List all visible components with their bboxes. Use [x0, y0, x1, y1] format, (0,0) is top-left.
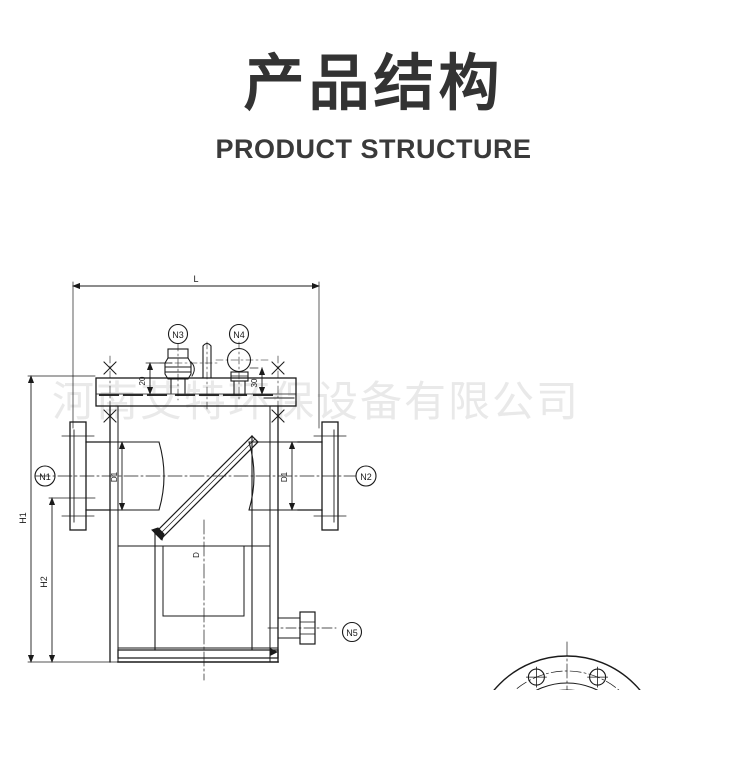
dimension-n4-height: 30: [249, 367, 266, 395]
dimension-label-D: D: [192, 552, 201, 558]
technical-drawing: 河南艾特环保设备有限公司: [0, 250, 747, 690]
dimension-label-L: L: [193, 274, 198, 284]
page-title: 产品结构: [243, 48, 504, 119]
nozzle-n5-tag: N5: [341, 621, 363, 643]
dimension-d1-right: D1: [280, 441, 296, 511]
nozzle-tag-label: N1: [39, 472, 51, 482]
inlet-nozzle-n1: [35, 421, 301, 531]
top-cover-flange: [95, 377, 297, 407]
nozzle-n2-tag: N2: [355, 465, 377, 487]
dimension-body-diameter: D: [192, 552, 201, 558]
dimension-d1-left: D1: [110, 441, 126, 511]
dimension-lower-height: H2: [39, 497, 96, 663]
nozzle-n4-tag: N4: [228, 323, 250, 345]
page-subtitle: PRODUCT STRUCTURE: [215, 134, 532, 165]
nozzle-tag-label: N4: [233, 330, 245, 340]
engineering-drawing-svg: L H1 H2: [18, 274, 641, 690]
nozzle-n3-tag: N3: [167, 323, 189, 345]
nozzle-tag-label: N2: [360, 472, 372, 482]
dimension-overall-height: H1: [18, 375, 166, 663]
dimension-label-n4: 30: [250, 378, 259, 387]
end-view-group: N3 N4: [493, 641, 641, 690]
nozzle-tag-label: N5: [346, 628, 358, 638]
center-sight-tube: [202, 341, 212, 411]
nozzle-tag-label: N3: [172, 330, 184, 340]
filter-body-shell: [109, 405, 279, 663]
dimension-overall-length: L: [72, 274, 320, 429]
filter-screen-element: [151, 435, 259, 541]
dimension-n3-height: 20: [138, 362, 173, 395]
dimension-label-H1: H1: [18, 512, 28, 524]
drain-nozzle-n5: [267, 611, 337, 645]
nozzle-n1-tag: N1: [34, 465, 56, 487]
dimension-label-H2: H2: [39, 576, 49, 588]
nozzle-n4: [215, 341, 269, 401]
dimension-label-n3: 20: [138, 376, 147, 385]
dimension-label-D1: D1: [110, 471, 119, 482]
strainer-basket: [117, 435, 279, 681]
dimension-label-D1: D1: [280, 471, 289, 482]
page-header: 产品结构 PRODUCT STRUCTURE: [0, 0, 747, 165]
